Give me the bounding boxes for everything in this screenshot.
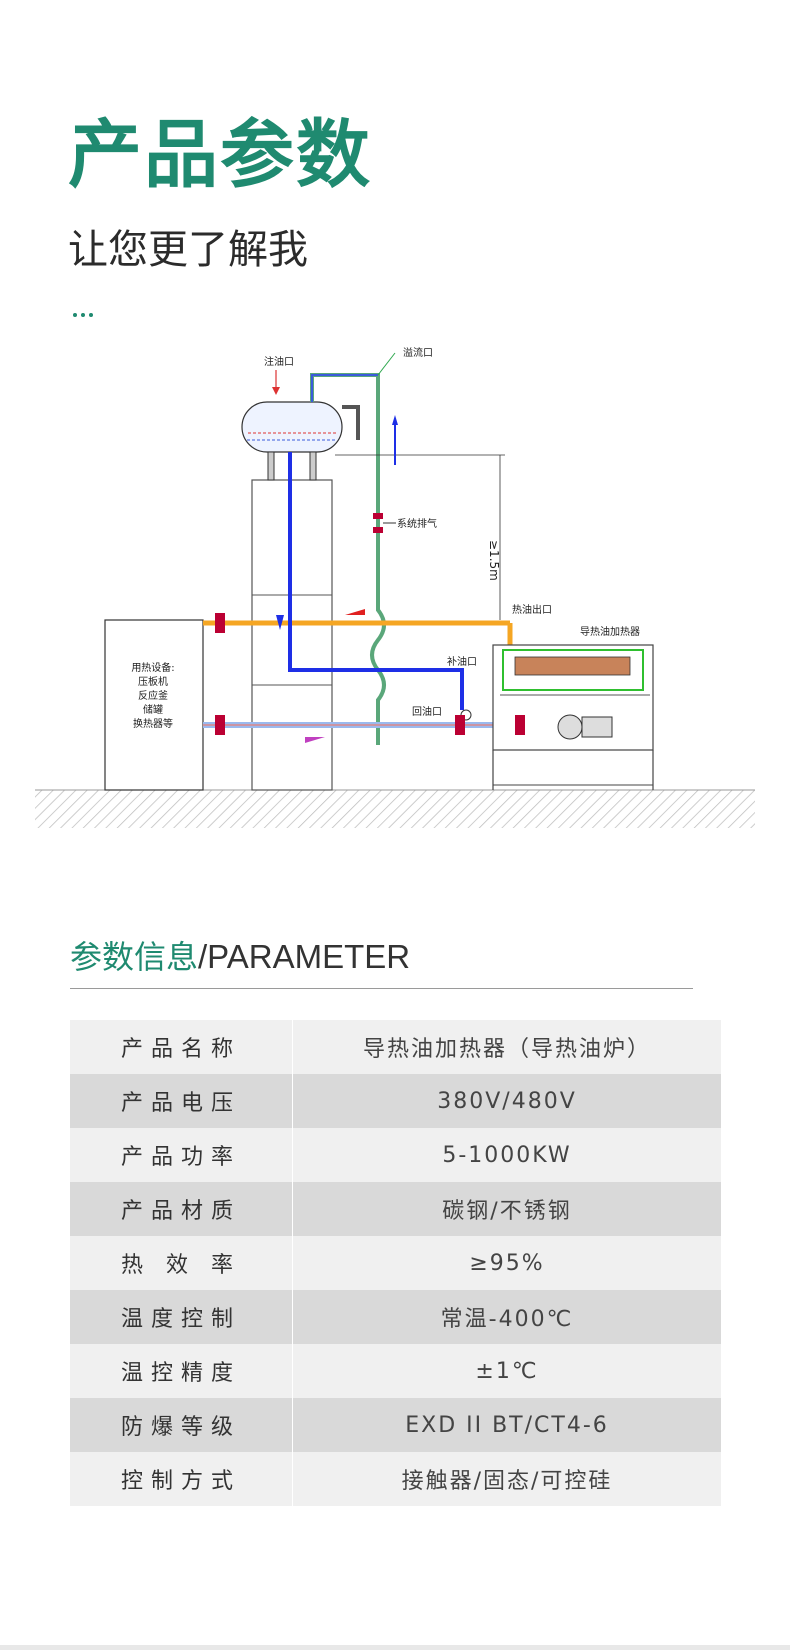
row-value: 导热油加热器（导热油炉）	[362, 1037, 651, 1062]
page-subtitle: 让您更了解我	[68, 227, 308, 273]
supply-pipe	[288, 452, 464, 710]
row-value: 5-1000KW	[442, 1142, 572, 1168]
row-value: ±1℃	[475, 1358, 539, 1384]
table-row: 防爆等级 EXD II BT/CT4-6	[70, 1398, 721, 1452]
vent-pipe	[310, 373, 386, 745]
row-value: EXD II BT/CT4-6	[405, 1412, 609, 1438]
row-value: 常温-400℃	[440, 1307, 574, 1332]
table-row: 产品材质 碳钢/不锈钢	[70, 1182, 721, 1236]
row-value: 380V/480V	[437, 1088, 577, 1114]
label-return: 回油口	[412, 705, 442, 718]
row-label: 产品材质	[70, 1182, 293, 1236]
parameter-heading-cn: 参数信息	[70, 938, 199, 976]
equipment-line-1: 用热设备:	[131, 661, 174, 674]
table-row: 温控精度 ±1℃	[70, 1344, 721, 1398]
label-oil-inlet: 注油口	[264, 355, 294, 368]
row-label: 产品电压	[70, 1074, 293, 1128]
heat-equipment-box	[104, 619, 204, 791]
ground-hatch	[35, 790, 755, 828]
page-title: 产品参数	[68, 112, 372, 198]
label-refill: 补油口	[447, 655, 477, 668]
row-label: 温度控制	[70, 1290, 293, 1344]
heading-divider	[70, 988, 693, 989]
equipment-line-5: 换热器等	[133, 717, 173, 730]
row-label: 温控精度	[70, 1344, 293, 1398]
parameter-table: 产品名称 导热油加热器（导热油炉） 产品电压 380V/480V 产品功率 5-…	[70, 1020, 721, 1506]
row-label: 产品名称	[70, 1020, 293, 1074]
decorative-dots	[73, 302, 97, 321]
label-height: ≥1.5m	[487, 540, 501, 581]
table-row: 产品名称 导热油加热器（导热油炉）	[70, 1020, 721, 1074]
bottom-bar	[0, 1645, 790, 1650]
parameter-heading: 参数信息/PARAMETER	[70, 940, 410, 973]
row-label: 防爆等级	[70, 1398, 293, 1452]
label-overflow: 溢流口	[403, 346, 433, 359]
equipment-line-3: 反应釜	[138, 689, 168, 702]
label-hot-oil-out: 热油出口	[512, 603, 552, 616]
row-value: 接触器/固态/可控硅	[401, 1469, 613, 1494]
row-label: 控制方式	[70, 1452, 293, 1506]
equipment-line-4: 储罐	[143, 703, 163, 716]
label-vent: 系统排气	[397, 517, 437, 530]
table-row: 温度控制 常温-400℃	[70, 1290, 721, 1344]
row-value: ≥95%	[469, 1250, 545, 1276]
system-diagram: 用热设备: 压板机 反应釜 储罐 换热器等 注油口 溢流口 系统排气 ≥1.5m…	[35, 346, 755, 828]
table-row: 产品功率 5-1000KW	[70, 1128, 721, 1182]
table-row: 产品电压 380V/480V	[70, 1074, 721, 1128]
row-value: 碳钢/不锈钢	[442, 1199, 572, 1224]
row-label: 产品功率	[70, 1128, 293, 1182]
table-row: 控制方式 接触器/固态/可控硅	[70, 1452, 721, 1506]
parameter-heading-en: /PARAMETER	[198, 938, 411, 975]
expansion-tank	[241, 401, 343, 453]
equipment-line-2: 压板机	[138, 675, 168, 688]
table-row: 热 效 率 ≥95%	[70, 1236, 721, 1290]
label-heater: 导热油加热器	[580, 625, 640, 638]
row-label: 热 效 率	[70, 1236, 293, 1290]
